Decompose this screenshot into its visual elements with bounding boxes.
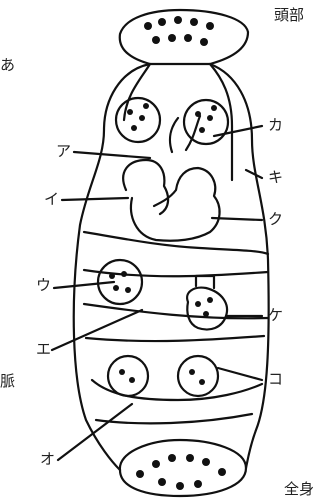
label-head: 頭部 (274, 8, 304, 23)
outer-vessel-loop (74, 64, 150, 470)
liver-vessel-stub (196, 276, 214, 288)
vessel-channel (86, 336, 264, 341)
leader-line-ko (218, 368, 262, 380)
label-e: エ (36, 342, 51, 357)
leader-line-u (54, 282, 114, 288)
label-a: ア (56, 144, 71, 159)
left-kidney-capillary (108, 356, 148, 396)
outer-vessel-loop-right (210, 64, 269, 468)
leader-line-ki (246, 170, 262, 178)
leader-line-o (58, 404, 132, 460)
vessel-channel (96, 414, 252, 423)
label-whole-body: 全身 (284, 482, 314, 497)
label-u: ウ (36, 278, 51, 293)
label-left-edge-mid: 脈 (0, 374, 15, 389)
head-capillary-outline (120, 10, 248, 64)
liver-capillary (187, 288, 227, 330)
label-o: オ (40, 452, 55, 467)
leader-line-ka (214, 126, 262, 136)
right-kidney-capillary (178, 356, 218, 396)
vessel-channel (84, 232, 268, 254)
label-ki: キ (268, 170, 283, 185)
label-ka: カ (268, 118, 283, 133)
label-ke: ケ (268, 308, 283, 323)
label-ko: コ (268, 372, 283, 387)
pulmonary-artery (170, 118, 178, 152)
leader-line-a (74, 152, 150, 158)
label-ku: ク (268, 212, 283, 227)
heart-ventricle (131, 168, 220, 241)
leader-line-i (62, 198, 128, 200)
label-i: イ (44, 192, 59, 207)
leader-line-e (52, 310, 142, 350)
label-left-edge-top: あ (0, 58, 15, 73)
renal-vessel (92, 380, 262, 400)
capillary-dots (109, 16, 226, 490)
left-lung-capillary (116, 98, 160, 142)
right-lung-capillary (184, 100, 228, 144)
